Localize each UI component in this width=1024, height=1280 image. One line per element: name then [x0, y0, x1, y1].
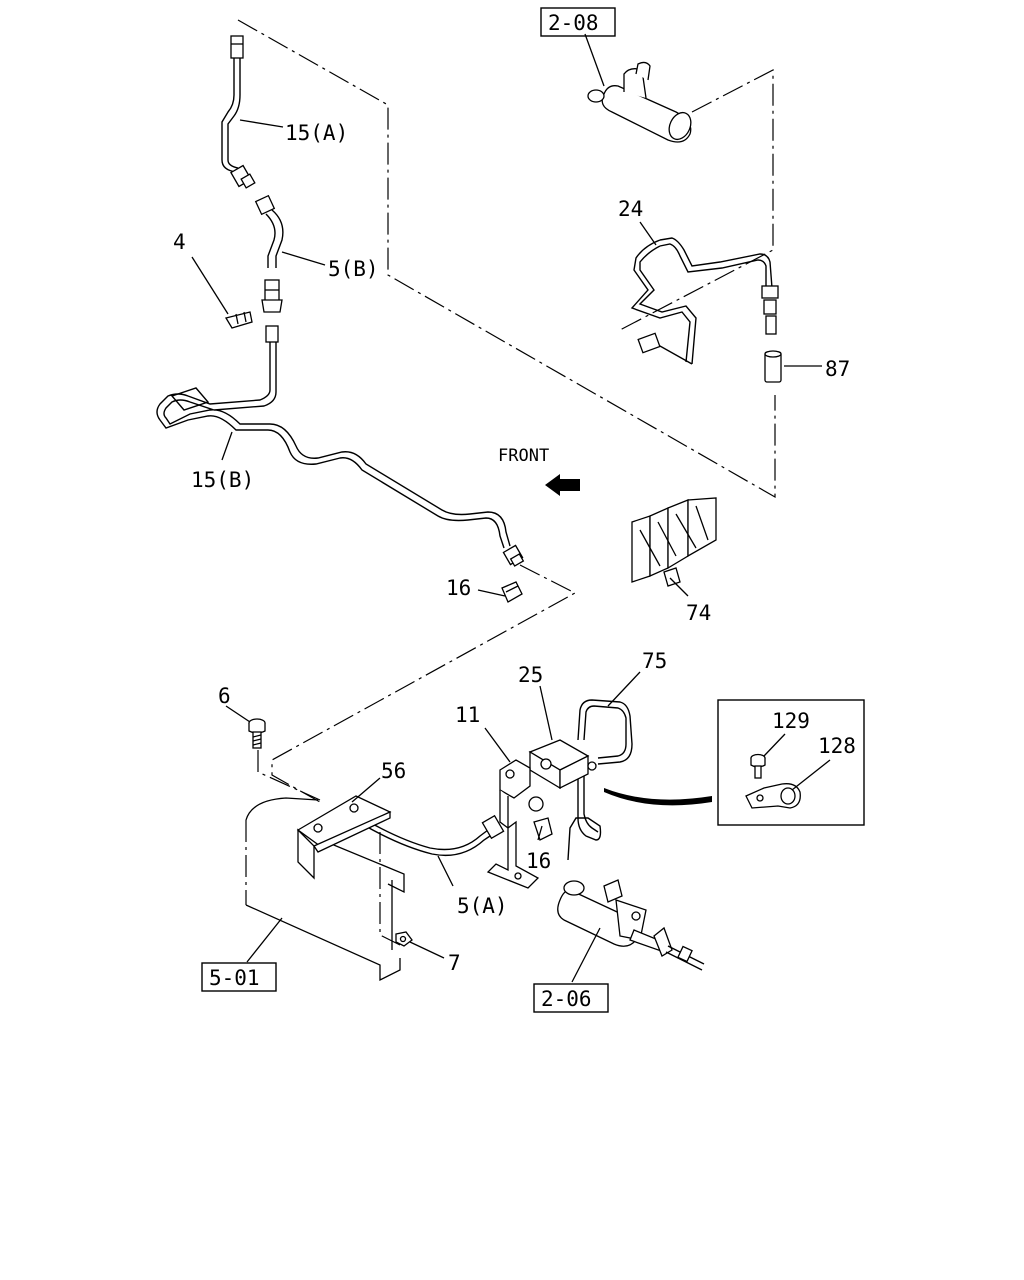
cylinder-2-06: [557, 879, 705, 971]
label-5b: 5(B): [328, 257, 379, 281]
clip-16-top: [501, 581, 523, 603]
clamp-128: [745, 783, 801, 809]
reference-boxes: 2-08 5-01 2-06: [201, 7, 616, 1013]
clip-16-bottom: [533, 817, 553, 841]
master-cylinder-2-08: [587, 61, 692, 143]
label-4: 4: [173, 230, 186, 254]
ref-5-01: 5-01: [209, 966, 260, 990]
front-label: FRONT: [498, 446, 549, 466]
ref-2-06: 2-06: [541, 987, 592, 1011]
pipe-75: [567, 699, 633, 861]
front-arrow: [545, 474, 580, 496]
label-15a: 15(A): [285, 121, 348, 145]
hose-5b: [254, 194, 284, 313]
detail-inset: [604, 699, 865, 826]
label-25: 25: [518, 663, 543, 687]
bracket-11: [486, 759, 540, 889]
leader-lines: [191, 33, 831, 983]
callout-labels: 15(A) 5(B) 4 15(B) 16 24 87 FRONT 74 75 …: [173, 121, 856, 975]
label-16-top: 16: [446, 576, 471, 600]
junction-block-25: [528, 739, 597, 790]
part-87: [764, 350, 782, 383]
ref-2-08: 2-08: [548, 11, 599, 35]
assembly-boundary-lines: [237, 19, 776, 946]
label-15b: 15(B): [191, 468, 254, 492]
label-75: 75: [642, 649, 667, 673]
bolt-129: [750, 753, 766, 779]
label-24: 24: [618, 197, 643, 221]
label-6: 6: [218, 684, 231, 708]
bracket-56: [296, 795, 392, 880]
label-5a: 5(A): [457, 894, 508, 918]
label-56: 56: [381, 759, 406, 783]
label-87: 87: [825, 357, 850, 381]
pipe-15a: [221, 35, 256, 189]
clip-74: [631, 497, 717, 587]
label-7: 7: [448, 951, 461, 975]
pipe-24: [630, 237, 779, 365]
pipe-15b: [156, 325, 525, 567]
bolt-6: [248, 718, 266, 749]
label-74: 74: [686, 601, 711, 625]
label-129: 129: [772, 709, 810, 733]
label-11: 11: [455, 703, 480, 727]
clip-4: [224, 311, 253, 329]
label-128: 128: [818, 734, 856, 758]
frame-rail-5-01: [245, 797, 405, 982]
nut-7: [395, 931, 413, 947]
label-16-bottom: 16: [526, 849, 551, 873]
hose-5a: [361, 796, 544, 857]
